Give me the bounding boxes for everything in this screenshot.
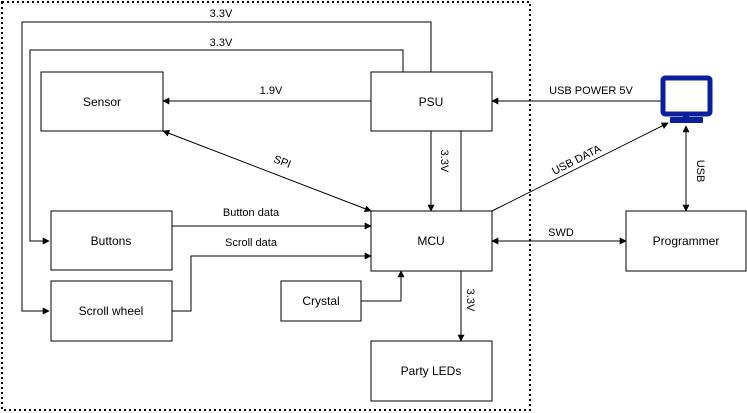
buttons-label: Buttons xyxy=(91,234,132,248)
label-button-data: Button data xyxy=(223,207,280,219)
label-psu-mcu: 3.3V xyxy=(438,150,450,173)
party-leds-label: Party LEDs xyxy=(401,364,462,378)
crystal-block: Crystal xyxy=(280,280,362,322)
label-usb-data: USB DATA xyxy=(550,143,604,178)
wire-3v3-outer xyxy=(21,21,432,315)
crystal-label: Crystal xyxy=(302,294,339,308)
label-usb: USB xyxy=(694,160,706,183)
label-3v3-outer: 3.3V xyxy=(210,8,233,20)
label-scroll-data: Scroll data xyxy=(225,237,278,249)
scroll-wheel-block: Scroll wheel xyxy=(50,280,173,342)
label-1v9: 1.9V xyxy=(260,85,283,97)
wire-3v3-inner xyxy=(29,49,404,245)
wire-usb-data xyxy=(491,122,669,212)
monitor-icon xyxy=(660,75,713,123)
mcu-label: MCU xyxy=(417,234,444,248)
sensor-label: Sensor xyxy=(83,95,121,109)
label-spi: SPI xyxy=(272,153,293,171)
programmer-label: Programmer xyxy=(653,234,720,248)
mcu-block: MCU xyxy=(370,210,493,272)
psu-label: PSU xyxy=(419,95,444,109)
buttons-block: Buttons xyxy=(50,210,173,271)
label-usb-power: USB POWER 5V xyxy=(549,85,633,97)
sensor-block: Sensor xyxy=(40,71,164,132)
label-swd: SWD xyxy=(548,227,574,239)
wire-scroll-data xyxy=(172,252,372,312)
party-leds-block: Party LEDs xyxy=(370,340,493,402)
psu-block: PSU xyxy=(370,71,493,132)
connections xyxy=(21,21,690,342)
wire-crystal xyxy=(361,270,405,302)
programmer-block: Programmer xyxy=(625,210,747,272)
device-enclosure xyxy=(1,1,531,411)
wire-spi xyxy=(162,129,372,213)
label-3v3-inner: 3.3V xyxy=(210,37,233,49)
label-psu-leds: 3.3V xyxy=(464,289,476,312)
scroll-wheel-label: Scroll wheel xyxy=(79,304,144,318)
